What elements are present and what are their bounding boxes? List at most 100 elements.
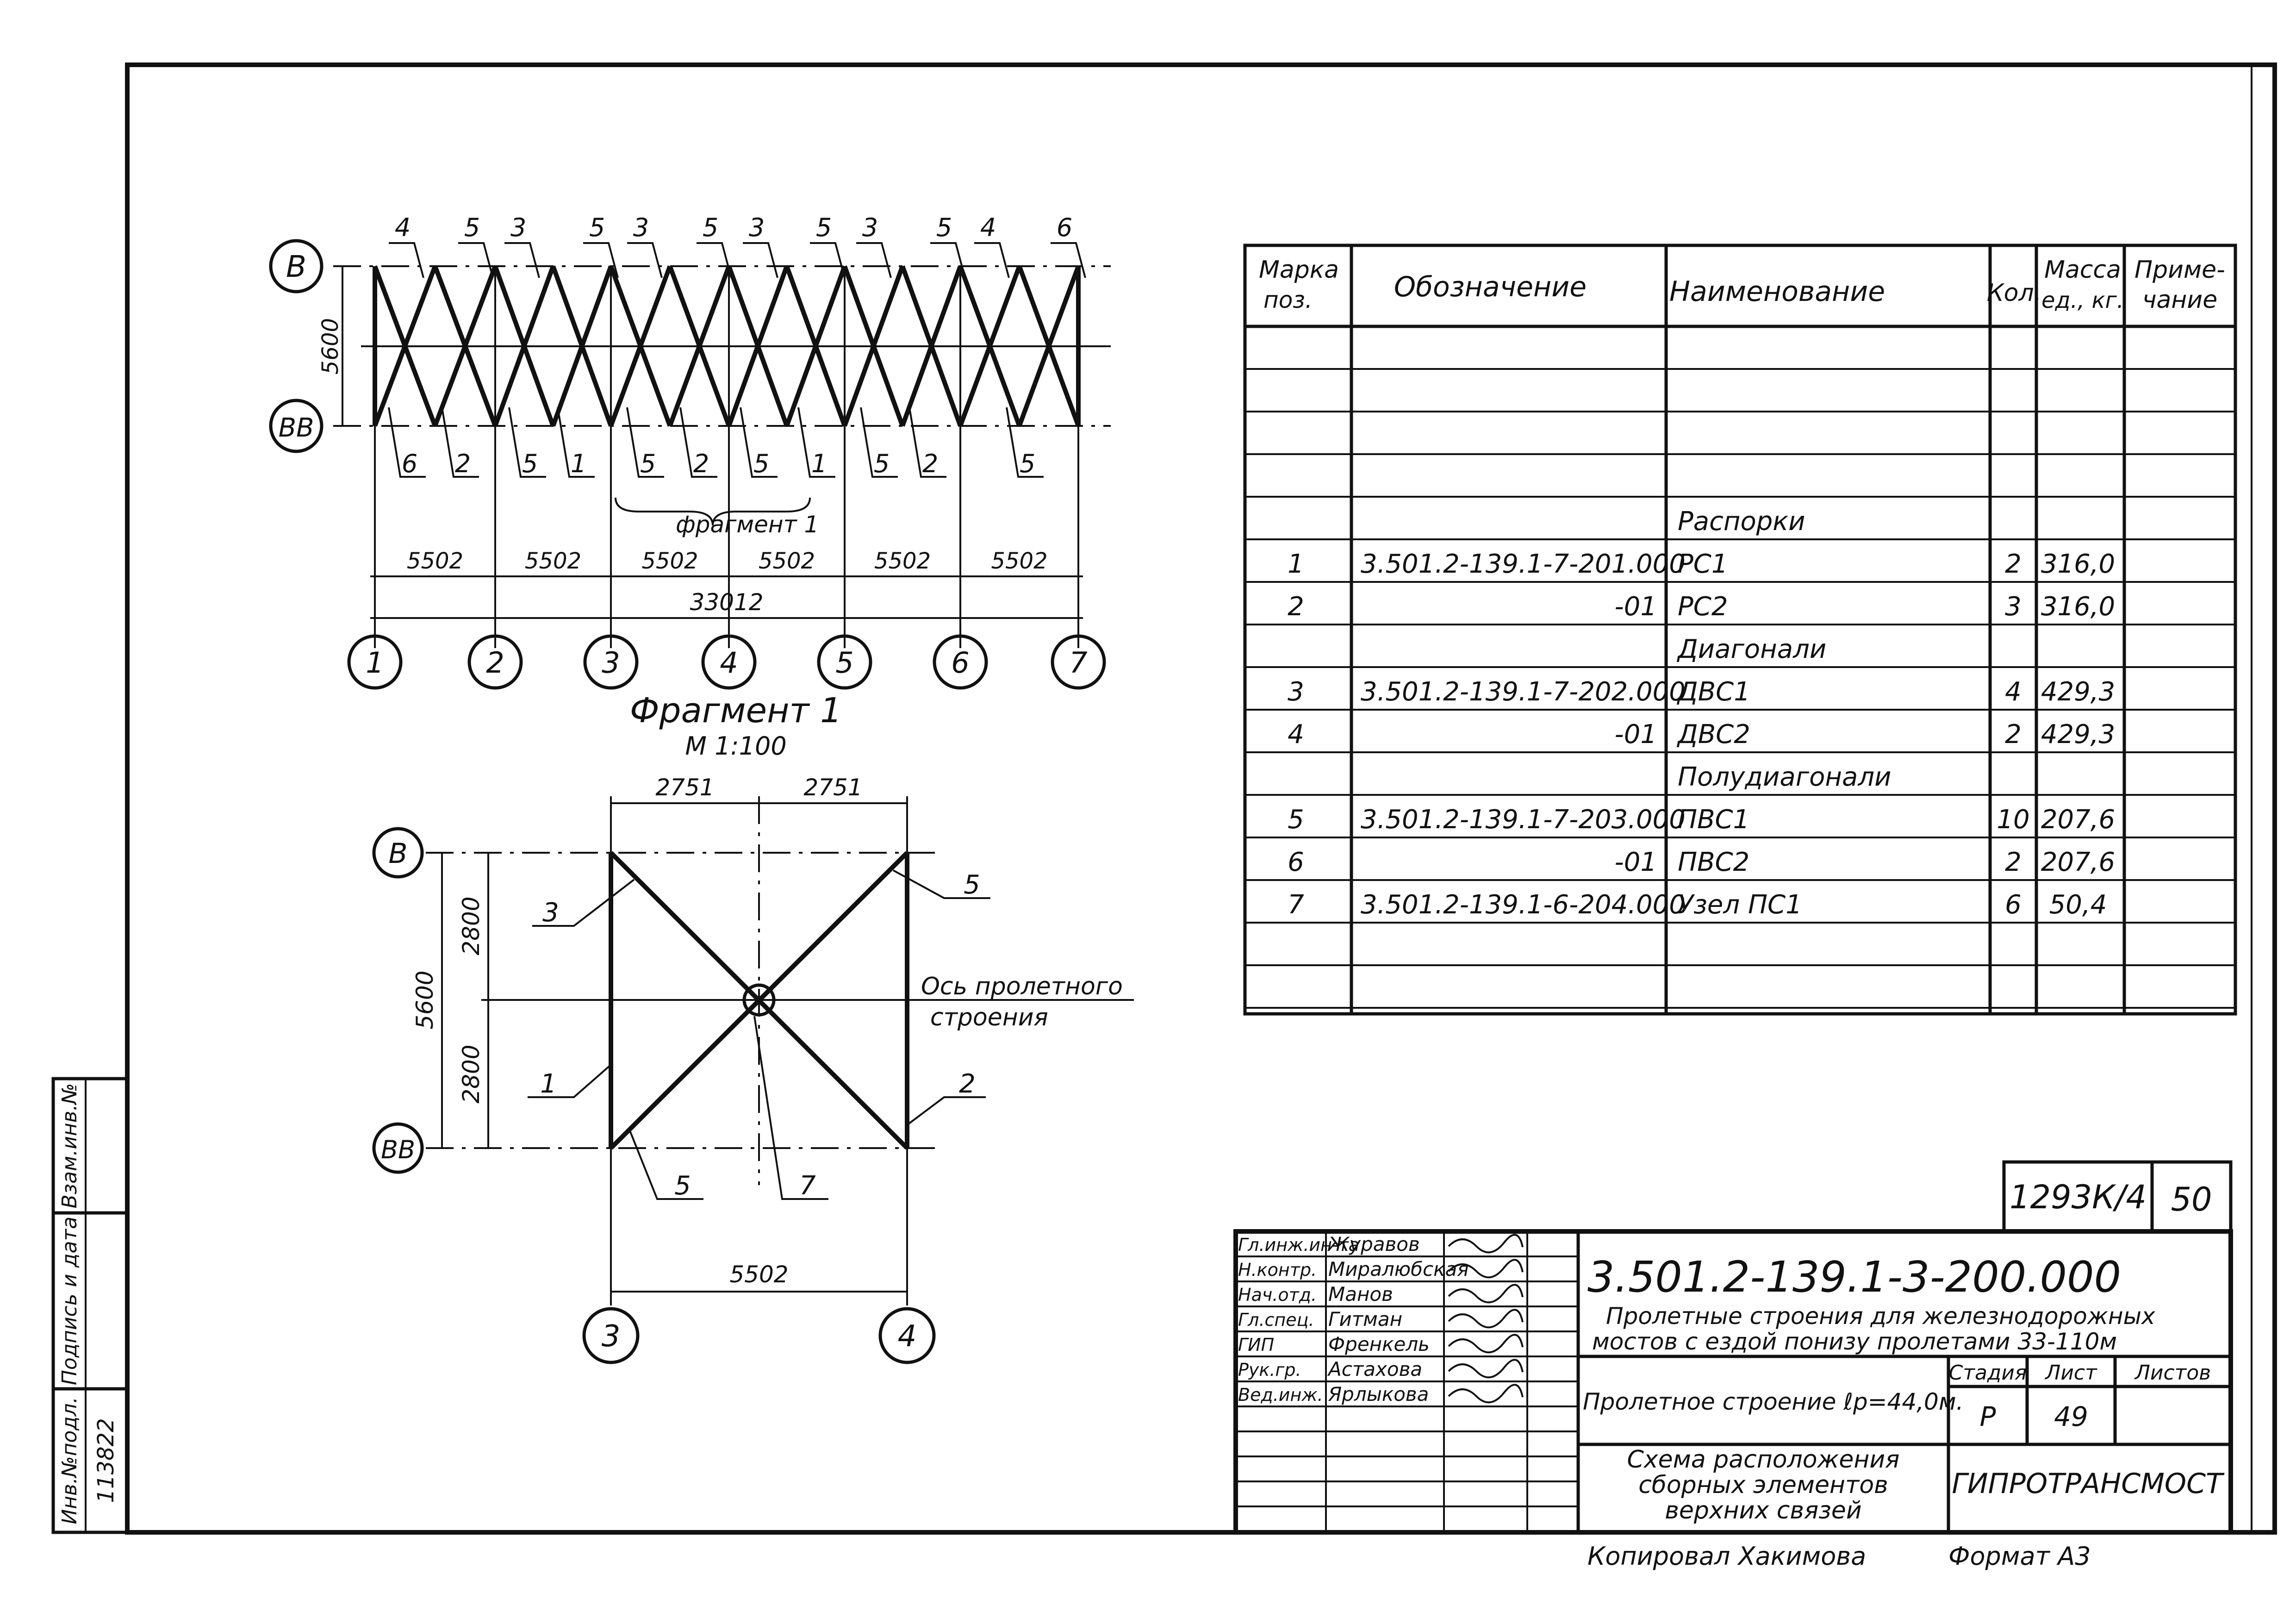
frag-callout-5top: 5 (964, 870, 980, 900)
stamp-person: Журавов (1327, 1233, 1420, 1255)
spec-cell-qty: 10 (1997, 805, 2029, 835)
frag-callout-5bot-leader (628, 1129, 703, 1200)
spec-cell-mark: 4 (1288, 719, 1304, 750)
plan-bay-dim: 5502 (641, 548, 698, 574)
stamp-person: Френкель (1328, 1333, 1430, 1355)
frag-top-dim-1: 2751 (655, 774, 714, 801)
frag-callout-1: 1 (540, 1069, 557, 1099)
plan-top-callout-leader (697, 242, 732, 278)
spec-table-row: Полудиагонали (1678, 762, 1892, 792)
plan-top-callout-leader (930, 242, 966, 278)
stamp-role: Гл.спец. (1238, 1310, 1314, 1330)
archive-sheet-ref: 50 (2171, 1181, 2212, 1218)
spec-cell-qty: 2 (2005, 847, 2022, 877)
plan-column-label: 5 (835, 646, 853, 680)
spec-cell-mass: 207,6 (2041, 847, 2115, 877)
plan-bottom-callout-leader (388, 407, 426, 478)
frag-left-dim-2: 2800 (458, 1044, 485, 1103)
plan-diagonal (727, 265, 789, 427)
stamp-object: Пролетное строение ℓр=44,0м. (1583, 1388, 1964, 1415)
signature-icon (1448, 1234, 1524, 1254)
plan-top-callout-leader (856, 242, 892, 278)
spec-header-mark-1: Марка (1259, 256, 1339, 284)
plan-top-callout-leader (627, 242, 663, 278)
frag-callout-1-leader (528, 1064, 612, 1098)
stamp-role-row: Вед.инж.Ярлыкова (1238, 1383, 1524, 1405)
spec-cell-name: ПВС2 (1678, 847, 1749, 877)
side-stamp: Взам.инв.№ Подпись и дата Инв.№подл. 113… (51, 1077, 129, 1534)
stamp-stage-label: Стадия (1949, 1361, 2027, 1385)
fragment-brace-label: фрагмент 1 (676, 511, 819, 538)
signature-icon (1448, 1309, 1524, 1329)
plan-top-callout: 5 (936, 213, 952, 242)
spec-header-qty: Кол. (1987, 279, 2042, 307)
frag-node (742, 983, 776, 1017)
plan-axis-label-b: В (286, 250, 306, 284)
plan-column-bubble (347, 634, 403, 690)
spec-header-note-1: Приме- (2134, 256, 2225, 284)
spec-cell-name: ДВС2 (1676, 719, 1750, 750)
plan-top-callout: 5 (589, 213, 605, 242)
side-inv-label: Инв.№подл. (58, 1397, 81, 1524)
plan-bottom-callout: 5 (1020, 449, 1035, 478)
plan-diagonal (433, 265, 498, 427)
frag-callout-5bot: 5 (674, 1171, 691, 1201)
plan-bottom-callout-leader (860, 407, 898, 478)
spec-cell-qty: 4 (2005, 677, 2022, 707)
frag-bottom-dim: 5502 (729, 1261, 788, 1288)
plan-column-label: 4 (720, 646, 738, 680)
spec-cell-name: РС1 (1678, 549, 1728, 579)
plan-bay-dim: 5502 (991, 548, 1047, 574)
side-stamp-frame (51, 1077, 129, 1534)
stamp-project-2: мостов с ездой понизу пролетами 33-110м (1592, 1328, 2117, 1355)
plan-diagonal (900, 265, 963, 427)
plan-diagonal (667, 265, 731, 427)
plan-column-label: 7 (1069, 646, 1087, 680)
plan-bottom-callout-leader (908, 407, 946, 478)
plan-top-callout: 4 (395, 213, 411, 242)
plan-bottom-callout: 5 (522, 449, 538, 478)
stamp-role-row: Гл.спец.Гитман (1238, 1308, 1524, 1330)
plan-bottom-callout: 2 (455, 449, 471, 478)
frag-col-bubble-4 (878, 1307, 936, 1364)
spec-cell-designation: -01 (1615, 847, 1657, 877)
spec-header-designation: Обозначение (1394, 271, 1587, 303)
spec-cell-name: Распорки (1678, 506, 1805, 537)
stamp-person: Манов (1328, 1283, 1393, 1305)
spec-cell-mass: 429,3 (2041, 719, 2115, 750)
spec-cell-designation: 3.501.2-139.1-7-201.000 (1361, 549, 1686, 579)
plan-column-label: 2 (486, 646, 504, 680)
plan-bottom-callout-leader (797, 407, 835, 478)
stamp-role: ГИП (1238, 1335, 1274, 1355)
plan-top-callout-leader (974, 242, 1010, 278)
plan-bottom-callout: 2 (922, 449, 938, 478)
plan-top-callout: 3 (633, 213, 649, 242)
frag-callout-3: 3 (542, 898, 559, 928)
signature-icon (1448, 1284, 1524, 1304)
frag-axis-label-bb: ВВ (381, 1135, 415, 1164)
plan-bottom-callout: 5 (874, 449, 890, 478)
side-sign-label: Подпись и дата (58, 1217, 81, 1385)
spec-header-name: Наименование (1669, 275, 1885, 308)
plan-bottom-callout-leader (557, 407, 595, 478)
plan-bottom-callout-leader (626, 407, 664, 478)
stamp-role: Рук.гр. (1238, 1360, 1301, 1380)
plan-diagonal (1017, 265, 1081, 427)
spec-cell-mass: 316,0 (2041, 592, 2115, 622)
fragment-title: Фрагмент 1 (630, 691, 842, 731)
stamp-role: Вед.инж. (1238, 1385, 1323, 1405)
plan-column-bubble (933, 634, 988, 690)
plan-top-callout: 6 (1057, 213, 1072, 242)
frag-axis-bubble-bb (372, 1122, 424, 1174)
sheet-frame (125, 62, 2277, 1535)
plan-diagonal (373, 265, 437, 427)
plan-bottom-callout: 1 (811, 449, 827, 478)
plan-bottom-callout-leader (508, 407, 546, 478)
spec-cell-mass: 50,4 (2049, 890, 2107, 920)
spec-cell-qty: 6 (2005, 890, 2022, 920)
plan-top-callout-leader (1051, 242, 1086, 278)
